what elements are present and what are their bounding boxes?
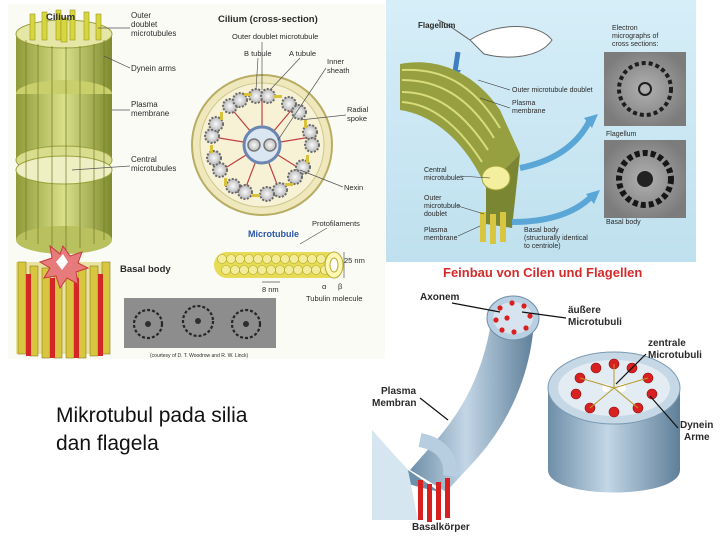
label-central-1: Central (131, 155, 157, 164)
cilium-panel: Cilium Outer doublet microtubules Dynein… (8, 4, 385, 359)
label-fl-plasma2-1: Plasma (424, 227, 447, 234)
label-central-2: microtubules (131, 164, 176, 173)
label-outer-doublet-2: doublet (131, 20, 158, 29)
label-tubulin: Tubulin molecule (306, 294, 362, 303)
label-zentrale-1: zentrale (648, 338, 686, 349)
label-radial-spoke-2: spoke (347, 114, 367, 123)
label-em-3: cross sections: (612, 41, 658, 48)
label-basalkoerper: Basalkörper (412, 522, 470, 533)
feinbau-panel: Feinbau von Cilen und Flagellen (372, 265, 713, 533)
label-basal-body: Basal body (120, 264, 171, 275)
label-aeussere-1: äußere (568, 305, 601, 316)
label-fl-basal-1: Basal body (524, 227, 559, 234)
label-fl-plasma-2: membrane (512, 108, 546, 115)
label-cilium: Cilium (46, 12, 75, 23)
label-8nm: 8 nm (262, 285, 279, 294)
label-outer-doublet-3: microtubules (131, 29, 176, 38)
label-aeussere-2: Microtubuli (568, 317, 622, 328)
flagellum-illustration (400, 19, 600, 244)
label-protofilaments: Protofilaments (312, 219, 360, 228)
label-dynein-2: Arme (684, 432, 710, 443)
label-fl-basal-2: (structurally identical (524, 235, 588, 242)
label-25nm: 25 nm (344, 256, 365, 265)
label-fl-outer-2: microtubule (424, 203, 460, 210)
label-fl-basal-3: to centriole) (524, 243, 561, 250)
label-fb-plasma-1: Plasma (381, 386, 416, 397)
slide-caption: Mikrotubul pada silia dan flagela (56, 402, 316, 458)
label-fl-central-1: Central (424, 167, 447, 174)
label-em-2: micrographs of (612, 33, 658, 40)
label-em-basal: Basal body (606, 219, 641, 226)
label-b-tubule: B tubule (244, 49, 272, 58)
label-em-flagellum: Flagellum (606, 131, 637, 138)
flagellum-leader-lines (457, 79, 511, 237)
axoneme-cutaway (547, 351, 681, 493)
label-em-1: Electron (612, 25, 638, 32)
label-nexin: Nexin (344, 183, 363, 192)
axoneme-tube (372, 295, 540, 522)
label-plasma-1: Plasma (131, 100, 158, 109)
label-alpha: α (322, 282, 327, 291)
label-flagellum-title: Flagellum (418, 21, 455, 30)
label-axonem: Axonem (420, 292, 460, 303)
label-dynein-1: Dynein (680, 420, 713, 431)
label-cross-section: Cilium (cross-section) (218, 14, 318, 25)
label-plasma-2: membrane (131, 109, 170, 118)
label-beta: β (338, 282, 343, 291)
cilium-cross-section: Cilium (cross-section) Outer doublet mic… (191, 14, 369, 245)
label-a-tubule: A tubule (289, 49, 316, 58)
label-dynein-arms: Dynein arms (131, 64, 176, 73)
feinbau-leader-lines (419, 302, 679, 429)
label-outer-mt-doublet: Outer microtubule doublet (512, 87, 593, 94)
microtubule-illustration: Microtubule 25 nm 8 nm α β Tubulin molec… (214, 229, 365, 303)
label-outer-doublet-mt: Outer doublet microtubule (232, 32, 318, 41)
label-zentrale-2: Microtubuli (648, 350, 702, 361)
em-strip: (courtesy of D. T. Woodrow and R. W. Lin… (124, 298, 276, 359)
label-fb-plasma-2: Membran (372, 398, 416, 409)
label-fl-outer-3: doublet (424, 211, 447, 218)
label-outer-doublet-1: Outer (131, 11, 151, 20)
label-courtesy: (courtesy of D. T. Woodrow and R. W. Lin… (150, 353, 249, 359)
basal-body-illustration (16, 244, 111, 359)
caption-line-2: dan flagela (56, 432, 159, 455)
label-microtubule: Microtubule (248, 229, 299, 239)
label-inner-sheath-1: Inner (327, 57, 345, 66)
cilium-3d-illustration (15, 9, 113, 359)
label-radial-spoke-1: Radial (347, 105, 369, 114)
cilium-leader-lines (71, 27, 131, 171)
label-fl-central-2: microtubules (424, 175, 464, 182)
flagellum-panel: Flagellum Electron micrographs of cross … (386, 0, 696, 262)
label-fl-plasma2-2: membrane (424, 235, 458, 242)
label-fl-outer-1: Outer (424, 195, 442, 202)
label-feinbau-title: Feinbau von Cilen und Flagellen (443, 265, 642, 280)
em-frames (604, 52, 686, 218)
label-fl-plasma-1: Plasma (512, 100, 535, 107)
caption-line-1: Mikrotubul pada silia (56, 404, 248, 427)
label-inner-sheath-2: sheath (327, 66, 350, 75)
